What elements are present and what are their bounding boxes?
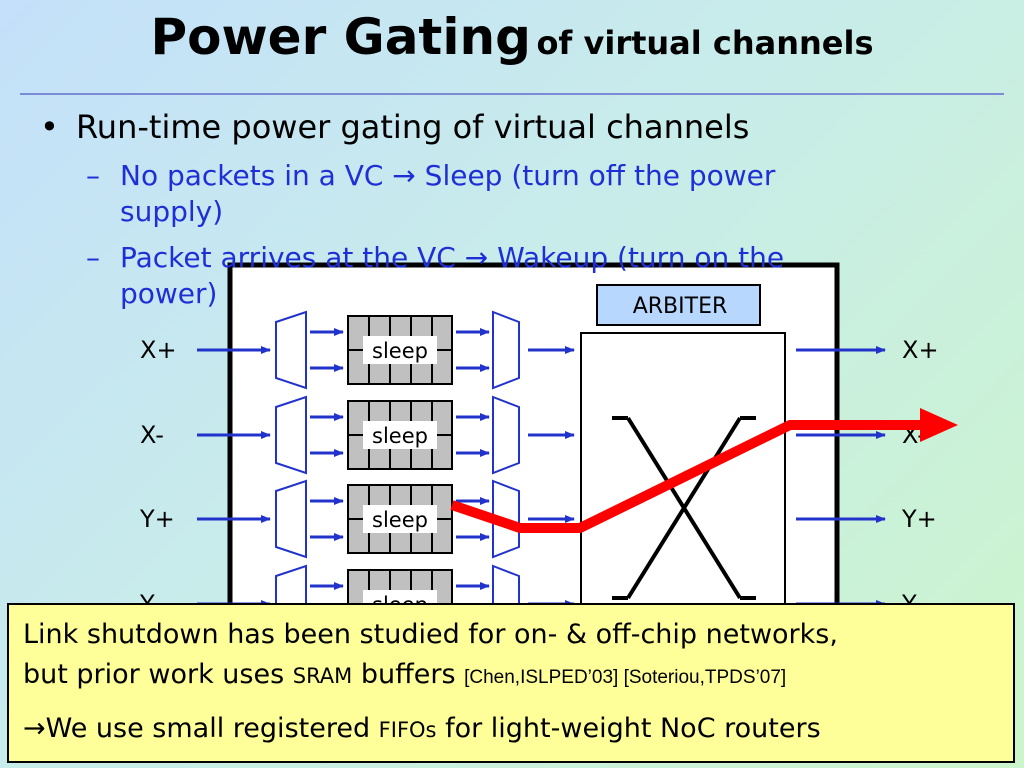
output-label-1: X+	[902, 336, 939, 364]
demux-3	[275, 479, 307, 559]
callout-line-1: Link shutdown has been studied for on- &…	[23, 619, 838, 650]
arbiter-box	[596, 284, 761, 326]
wakeup-arrowhead	[920, 408, 958, 442]
title-rest: of virtual channels	[536, 24, 874, 62]
crossbar-x	[612, 416, 756, 600]
input-label-3: Y+	[139, 505, 175, 533]
bullet-text: Run-time power gating of virtual channel…	[76, 108, 750, 146]
demux-2	[275, 395, 307, 475]
demux-1	[275, 310, 307, 390]
sleep-label-bg-2	[363, 421, 437, 449]
title-divider	[20, 93, 1004, 95]
mux-1	[492, 310, 520, 390]
sleep-label-3: sleep	[372, 508, 428, 532]
citation: [Chen,ISLPED’03] [Soteriou,TPDS’07]	[464, 667, 787, 688]
input-label-1: X+	[140, 336, 177, 364]
sleep-label-1: sleep	[372, 339, 428, 363]
subbullet-1: –No packets in a VC → Sleep (turn off th…	[86, 159, 776, 228]
output-label-3: Y+	[901, 505, 937, 533]
sleep-label-2: sleep	[372, 424, 428, 448]
bullet-main: •Run-time power gating of virtual channe…	[40, 108, 750, 146]
callout-line-3: →We use small registered FIFOs for light…	[23, 713, 821, 744]
mux-2	[492, 395, 520, 475]
callout-box: Link shutdown has been studied for on- &…	[7, 603, 1015, 763]
sleep-label-bg-3	[363, 505, 437, 533]
input-label-2: X-	[140, 421, 164, 449]
arbiter-label: ARBITER	[633, 294, 728, 319]
wakeup-path	[450, 420, 930, 533]
title-main: Power Gating	[150, 8, 531, 66]
subbullet-2: –Packet arrives at the VC → Wakeup (turn…	[86, 241, 785, 310]
slide-title: Power Gating of virtual channels	[0, 8, 1024, 66]
callout-line-2: but prior work uses SRAM buffers [Chen,I…	[23, 659, 787, 690]
sleep-label-bg-1	[363, 336, 437, 364]
